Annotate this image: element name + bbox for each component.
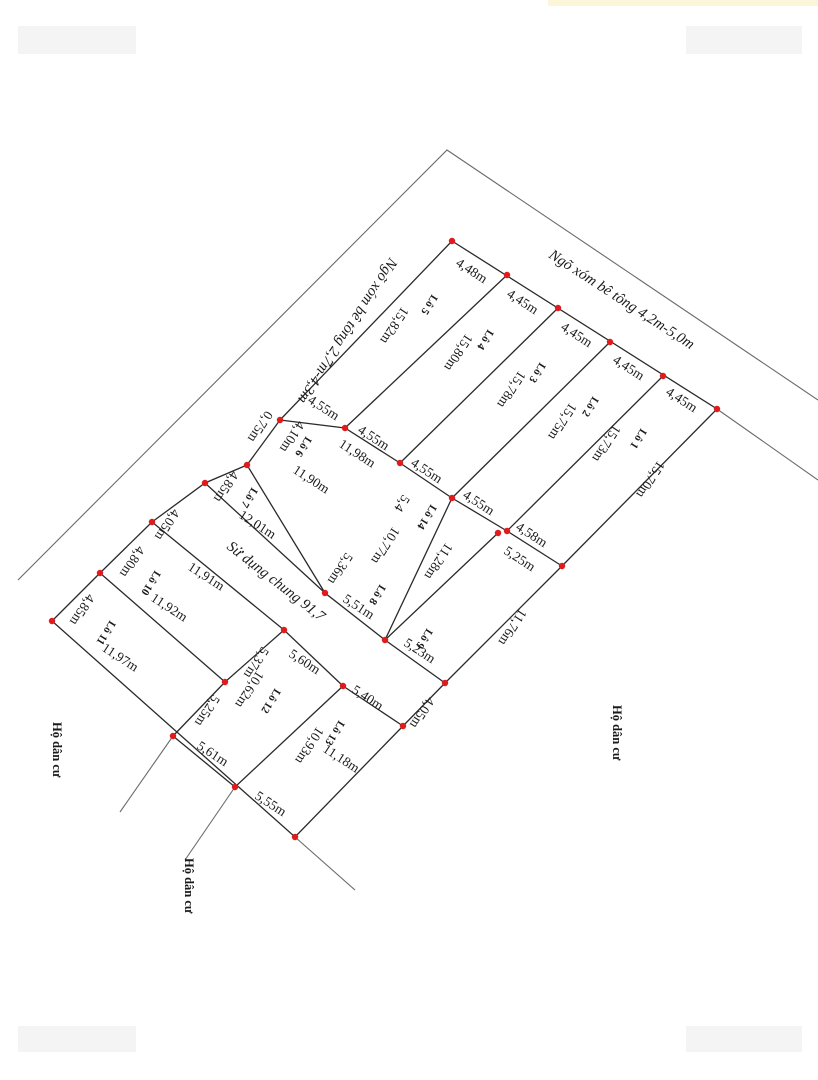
- vertex: [396, 459, 404, 467]
- dimension-label: 4,45m: [610, 352, 647, 383]
- neighbor-label-left: Hộ dân cư: [50, 722, 64, 778]
- dimension-label: 11,90m: [290, 462, 332, 497]
- vertex: [280, 626, 288, 634]
- vertex: [201, 479, 209, 487]
- vertex: [48, 617, 56, 625]
- vertex: [606, 338, 614, 346]
- vertex: [558, 562, 566, 570]
- vertex: [291, 833, 299, 841]
- dimension-labels: 4,48m 4,45m 4,45m 4,45m 4,45m 15,82m 15,…: [67, 255, 701, 819]
- vertex: [231, 783, 239, 791]
- vertex: [441, 679, 449, 687]
- dimension-label: 4,58m: [513, 519, 550, 550]
- dimension-label: 0,75m: [245, 408, 276, 445]
- vertex: [339, 682, 347, 690]
- dimension-label: 4,85m: [67, 591, 98, 628]
- dimension-label: 4,85m: [211, 468, 242, 505]
- dimension-label: 11,91m: [185, 559, 227, 594]
- vertex: [713, 405, 721, 413]
- vertex-markers: [48, 237, 721, 841]
- dimension-label: 12,01m: [236, 507, 279, 542]
- vertex: [448, 494, 456, 502]
- dimension-label: 15,78m: [494, 368, 529, 411]
- lot-label: Lô 1: [627, 426, 648, 450]
- dimension-label: 15,75m: [545, 400, 580, 443]
- dimension-label: 4,55m: [305, 392, 342, 423]
- lot-label: Lô 3: [526, 360, 548, 385]
- dimension-label: 15,80m: [441, 331, 476, 374]
- boundary-lines: [17, 149, 818, 891]
- vertex: [148, 518, 156, 526]
- dimension-label: 4,48m: [453, 255, 490, 286]
- dimension-label: 15,82m: [377, 304, 412, 347]
- dimension-label: 5,4: [391, 492, 413, 515]
- vertex: [503, 271, 511, 279]
- dimension-label: 4,45m: [663, 384, 700, 415]
- lot-label: Lô 5: [418, 292, 440, 317]
- dimension-label: 11,18m: [320, 741, 362, 776]
- dimension-label: 10,77m: [368, 524, 403, 567]
- dimension-label: 4,45m: [558, 319, 595, 350]
- lot-label: Lô 4: [474, 327, 496, 352]
- vertex: [221, 678, 229, 686]
- neighbor-label-bottom: Hộ dân cư: [182, 858, 196, 914]
- vertex: [494, 529, 502, 537]
- vertex: [276, 416, 284, 424]
- lot-label: Lô 7: [238, 485, 260, 510]
- vertex: [96, 569, 104, 577]
- neighbor-label-right: Hộ dân cư: [610, 705, 624, 761]
- vertex: [381, 636, 389, 644]
- dimension-label: 4,05m: [407, 694, 438, 731]
- scan-shadow-bottom-left: [18, 1026, 136, 1052]
- scan-shadow-bottom-right: [686, 1026, 802, 1052]
- dimension-label: 4,80m: [117, 543, 148, 580]
- dimension-label: 5,36m: [325, 550, 356, 587]
- scan-highlight-top: [548, 0, 818, 6]
- lot-label: Lô 14: [414, 502, 439, 531]
- scan-shadow-top-left: [18, 26, 136, 54]
- dimension-label: 11,28m: [421, 540, 456, 582]
- vertex: [243, 461, 251, 469]
- dimension-label: 5,40m: [349, 682, 386, 713]
- vertex: [554, 304, 562, 312]
- lot-label: Lô 12: [258, 686, 283, 715]
- dimension-label: 11,92m: [148, 590, 190, 625]
- vertex: [503, 527, 511, 535]
- vertex: [341, 424, 349, 432]
- scan-shadow-top-right: [686, 26, 802, 54]
- vertex: [399, 722, 407, 730]
- vertex: [659, 372, 667, 380]
- vertex: [169, 732, 177, 740]
- vertex: [321, 589, 329, 597]
- lot-label: Lô 2: [579, 394, 601, 419]
- dimension-label: 4,45m: [504, 286, 541, 317]
- dimension-label: 15,70m: [633, 458, 668, 501]
- dimension-label: 10,93m: [292, 724, 327, 767]
- dimension-label: 5,55m: [252, 788, 289, 819]
- vertex: [448, 237, 456, 245]
